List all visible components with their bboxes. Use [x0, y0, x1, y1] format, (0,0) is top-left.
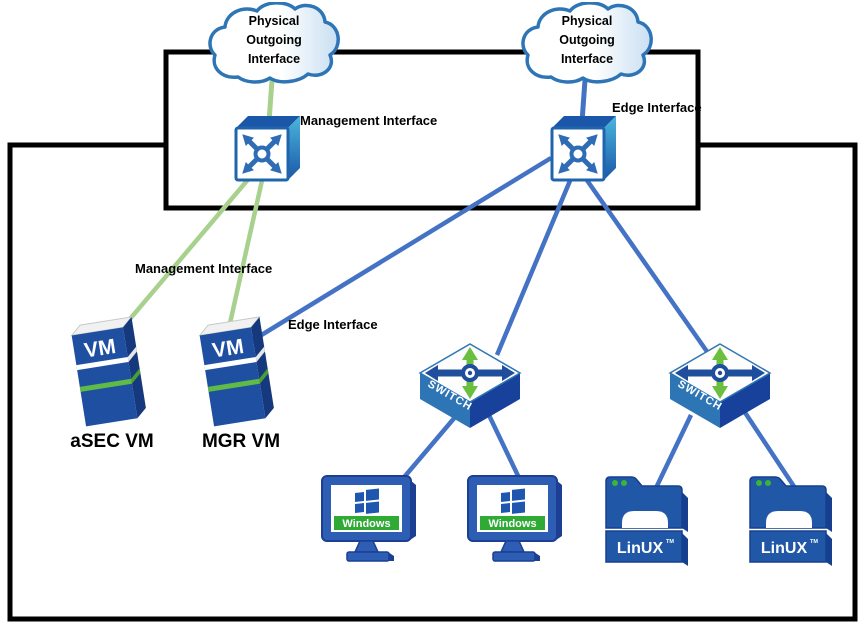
router-edge: [546, 112, 620, 184]
link-switch2-to-linux1: [652, 414, 694, 491]
linux-server-1: LinUX TM: [598, 470, 692, 566]
cloud-label-line1: Physical: [248, 14, 300, 28]
linux-tm-label: TM: [810, 539, 818, 545]
link-switch2-to-linux2: [742, 409, 797, 490]
linux-server-icon: LinUX TM: [749, 476, 832, 566]
cloud-label-line2: Outgoing: [246, 33, 302, 47]
router-management: [230, 112, 304, 184]
cloud-label-line1: Physical: [561, 14, 613, 28]
windows-logo-icon: [501, 488, 525, 514]
crossing-arrows-icon: [558, 134, 598, 174]
windows-banner-label: Windows: [342, 518, 390, 530]
switch-arrows-icon: [675, 347, 765, 399]
edge-interface-top-label: Edge Interface: [612, 100, 702, 115]
cloud-icon: [208, 2, 340, 84]
switch-icon: SWITCH: [668, 343, 772, 428]
mgr-vm-label: MGR VM: [201, 431, 281, 452]
cloud-physical-outgoing-2: Physical Outgoing Interface: [518, 2, 656, 90]
status-dot: [765, 480, 771, 486]
linux-tm-label: TM: [666, 539, 674, 545]
windows-pc-icon: Windows: [467, 475, 562, 562]
link-mgmt-router-to-mgr-vm: [225, 175, 266, 333]
link-mgmt-router-to-asec-vm: [117, 174, 253, 334]
switch-arrows-icon: [425, 347, 515, 399]
switch-icon: SWITCH: [418, 343, 522, 428]
status-dot: [621, 480, 627, 486]
link-edge-router-to-switch1: [494, 175, 575, 356]
cloud-label-line3: Interface: [247, 52, 301, 66]
vm-server-icon: VM: [70, 316, 146, 427]
router-icon: [550, 116, 616, 182]
link-edge-router-to-mgr-vm: [248, 156, 553, 344]
windows-pc-1: Windows: [320, 472, 420, 566]
link-switch1-to-windows1: [398, 414, 458, 484]
management-interface-mid-label: Management Interface: [135, 261, 273, 276]
management-interface-top-label: Management Interface: [300, 113, 438, 128]
windows-pc-icon: Windows: [321, 475, 416, 562]
link-cloud2-to-edge-router: [579, 79, 588, 123]
vm-icon-label: VM: [83, 335, 118, 363]
linux-icon-label: LinUX: [761, 540, 808, 557]
server-asec-vm: VM: [64, 316, 156, 430]
link-edge-router-to-switch2: [582, 174, 710, 355]
cloud-icon: [521, 2, 653, 84]
vm-server-icon: VM: [198, 316, 274, 427]
windows-logo-icon: [355, 488, 379, 514]
linux-server-2: LinUX TM: [742, 470, 836, 566]
switch-2: SWITCH: [668, 342, 772, 430]
edge-interface-mid-label: Edge Interface: [288, 317, 378, 332]
link-switch1-to-windows2: [484, 410, 524, 483]
status-dot: [756, 480, 762, 486]
cloud-label: Physical Outgoing Interface: [205, 12, 343, 69]
vm-icon-label: VM: [211, 335, 246, 363]
linux-server-icon: LinUX TM: [605, 476, 688, 566]
cloud-physical-outgoing-1: Physical Outgoing Interface: [205, 2, 343, 90]
asec-vm-label: aSEC VM: [70, 431, 154, 452]
link-cloud1-to-mgmt-router: [266, 79, 275, 123]
cloud-label-line2: Outgoing: [559, 33, 615, 47]
router-icon: [234, 116, 300, 182]
linux-icon-label: LinUX: [617, 540, 664, 557]
status-dot: [612, 480, 618, 486]
switch-1: SWITCH: [418, 342, 522, 430]
crossing-arrows-icon: [242, 134, 282, 174]
windows-pc-2: Windows: [466, 472, 566, 566]
cloud-label: Physical Outgoing Interface: [518, 12, 656, 69]
server-mgr-vm: VM: [192, 316, 284, 430]
windows-banner-label: Windows: [488, 518, 536, 530]
cloud-label-line3: Interface: [560, 52, 614, 66]
